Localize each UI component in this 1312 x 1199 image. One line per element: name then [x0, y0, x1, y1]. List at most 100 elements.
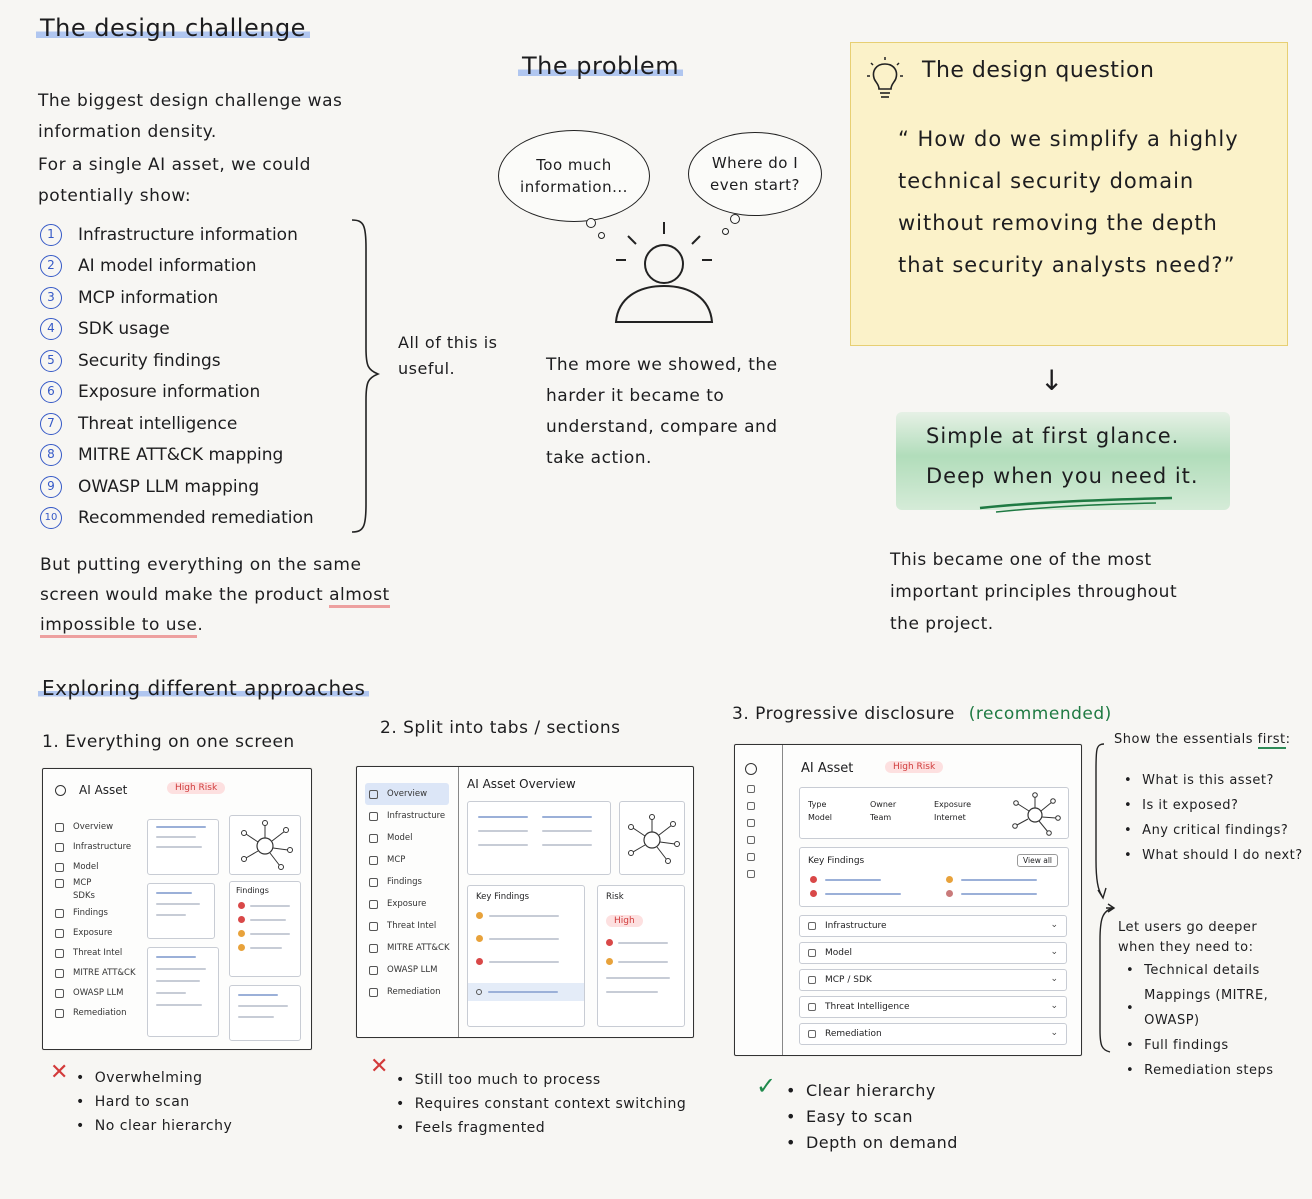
key-findings-label: Key Findings	[476, 892, 530, 902]
network-graph-icon	[241, 820, 293, 870]
principle-underline	[979, 496, 1173, 513]
bubble-dot	[730, 214, 740, 224]
bubble-dot	[598, 232, 605, 239]
nav-item: OWASP LLM	[55, 983, 136, 1003]
accordion-remediation[interactable]: Remediation⌄	[799, 1023, 1067, 1045]
window-title: AI Asset	[79, 783, 128, 797]
nav-item: Findings	[55, 903, 136, 923]
nav-item: SDKs	[73, 891, 95, 901]
list-item: Mappings (MITRE, OWASP)	[1126, 983, 1312, 1033]
principle-highlight	[896, 412, 1230, 510]
view-all-button[interactable]: View all	[1017, 854, 1058, 867]
chevron-down-icon: ⌄	[1050, 1001, 1058, 1011]
nav-item: Overview	[55, 817, 136, 837]
deeper-note: Let users go deeper when they need to:	[1118, 920, 1258, 955]
accordion-model[interactable]: Model⌄	[799, 942, 1067, 964]
thought-bubble-right: Where do I even start?	[688, 132, 822, 216]
mock-graph-panel	[229, 815, 301, 875]
challenge-intro: The biggest design challenge was informa…	[38, 91, 343, 142]
recommended-label: (recommended)	[968, 704, 1112, 724]
principle-note: This became one of the most important pr…	[890, 550, 1178, 634]
chevron-down-icon: ⌄	[1050, 1028, 1058, 1038]
bubble-dot	[586, 218, 596, 228]
mock-nav: Overview Infrastructure Model MCP Findin…	[365, 783, 450, 1003]
approach-3-heading: 3. Progressive disclosure (recommended)	[732, 704, 1112, 724]
curly-brace	[351, 219, 380, 533]
list-item: Hard to scan	[76, 1090, 232, 1114]
nav-item: Findings	[365, 871, 450, 893]
mock-panel	[467, 801, 611, 875]
thought-bubble-left: Too much information...	[498, 130, 650, 222]
nav-item: Remediation	[55, 1003, 136, 1023]
chevron-down-icon: ⌄	[1050, 974, 1058, 984]
cross-icon: ✕	[50, 1060, 69, 1085]
mock-sidebar	[357, 767, 459, 1037]
mock-key-findings: Key Findings View all	[799, 847, 1069, 907]
nav-item: MCP	[55, 877, 136, 889]
chevron-down-icon: ⌄	[1050, 947, 1058, 957]
brace-note: All of this is useful.	[398, 333, 498, 378]
approach-1-mockup: AI Asset High Risk Overview Infrastructu…	[42, 768, 312, 1050]
nav-item: MITRE ATT&CK	[55, 963, 136, 983]
nav-item: Exposure	[55, 923, 136, 943]
mock-panel	[229, 985, 301, 1041]
essentials-note: Show the essentials first:	[1114, 732, 1291, 749]
challenge-scope: For a single AI asset, we could potentia…	[38, 155, 311, 206]
risk-level-badge: High	[606, 915, 643, 927]
risk-badge: High Risk	[885, 761, 944, 773]
key-findings-label: Key Findings	[808, 856, 865, 866]
list-item: Feels fragmented	[396, 1116, 686, 1140]
accordion-infrastructure[interactable]: Infrastructure⌄	[799, 915, 1067, 937]
approach-1-heading: 1. Everything on one screen	[42, 732, 295, 752]
list-item: Still too much to process	[396, 1068, 686, 1092]
list-item: Technical details	[1126, 958, 1312, 983]
problem-title: The problem	[518, 52, 684, 80]
window-title: AI Asset	[801, 761, 854, 776]
nav-item: Exposure	[365, 893, 450, 915]
question-title: The design question	[922, 58, 1155, 83]
mock-panel	[147, 883, 215, 939]
deeper-list: Technical details Mappings (MITRE, OWASP…	[1126, 958, 1312, 1083]
problem-text: The more we showed, the harder it became…	[546, 355, 778, 468]
mock-findings-panel: Findings	[229, 881, 301, 977]
list-item: Easy to scan	[786, 1104, 958, 1130]
list-item: Any critical findings?	[1124, 818, 1303, 843]
list-item: Overwhelming	[76, 1066, 232, 1090]
approach-3-pros: Clear hierarchy Easy to scan Depth on de…	[786, 1078, 958, 1156]
list-item: Is it exposed?	[1124, 793, 1303, 818]
list-item: Depth on demand	[786, 1130, 958, 1156]
principle-text: Simple at first glance. Deep when you ne…	[926, 424, 1199, 488]
cross-icon: ✕	[370, 1054, 389, 1079]
nav-item: Threat Intel	[365, 915, 450, 937]
essentials-list: What is this asset? Is it exposed? Any c…	[1124, 768, 1303, 868]
lightbulb-icon	[867, 57, 903, 98]
list-item: What should I do next?	[1124, 843, 1303, 868]
list-item: Clear hierarchy	[786, 1078, 958, 1104]
mock-key-findings: Key Findings	[467, 885, 585, 1027]
accordion-mcp-sdk[interactable]: MCP / SDK⌄	[799, 969, 1067, 991]
list-item: Remediation steps	[1126, 1058, 1312, 1083]
list-item: Requires constant context switching	[396, 1092, 686, 1116]
approaches-title: Exploring different approaches	[38, 676, 370, 700]
findings-label: Findings	[236, 886, 269, 895]
mock-panel	[147, 947, 219, 1037]
nav-item: Model	[365, 827, 450, 849]
design-question-card	[850, 42, 1288, 346]
approach-2-cons: Still too much to process Requires const…	[396, 1068, 686, 1140]
rail-icons	[745, 763, 757, 887]
design-question-quote: “ How do we simplify a highly technical …	[898, 127, 1239, 277]
nav-item: Infrastructure	[365, 805, 450, 827]
mock-graph-panel	[619, 801, 685, 875]
accordion-threat-intelligence[interactable]: Threat Intelligence⌄	[799, 996, 1067, 1018]
mock-icon-rail	[735, 745, 783, 1055]
